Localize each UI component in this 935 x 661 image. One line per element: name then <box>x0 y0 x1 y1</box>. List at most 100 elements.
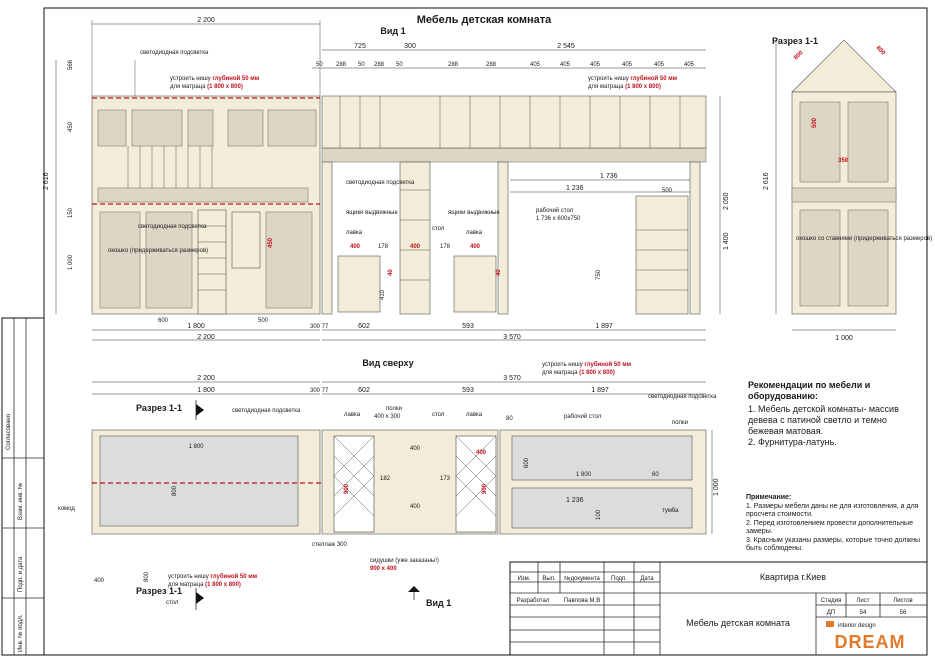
dim-725: 725 <box>354 43 366 50</box>
dim-top-173: 173 <box>440 476 451 482</box>
tb-col-sign: Подп. <box>611 576 627 582</box>
top-right-desk <box>511 435 693 481</box>
drawers-callout-1: ящики выдвижные <box>346 210 398 216</box>
dim-top-table-400-b: 400 <box>410 504 421 510</box>
section-panel <box>799 101 841 183</box>
dim-300: 300 <box>404 43 416 50</box>
dim-410: 410 <box>380 289 386 300</box>
dim-500-dresser: 500 <box>662 188 673 194</box>
tb-project: Квартира г.Киев <box>760 572 826 582</box>
dim-288: 288 <box>374 62 385 68</box>
niche-callout-left-size: для матраца (1 800 х 800) <box>170 84 243 90</box>
section-band <box>791 187 897 203</box>
tb-sheets: 56 <box>900 610 907 616</box>
dim-1897: 1 897 <box>595 323 613 330</box>
shelves-callout: полки <box>386 406 402 412</box>
led-callout-1: светодиодная подсветка <box>140 50 209 56</box>
section-marker-top: Разрез 1-1 <box>136 403 182 413</box>
bench-callout-1: лавка <box>346 230 363 236</box>
dim-top-100: 100 <box>596 509 602 520</box>
rack-callout: стеллаж 300 <box>312 542 348 548</box>
dim-top-80: 80 <box>506 416 513 422</box>
tb-col-vyp: Вып. <box>542 576 556 582</box>
tb-studio-small: interior design <box>838 623 876 629</box>
dim-1236-front: 1 236 <box>566 185 584 192</box>
dim-top-left-800: 800 <box>172 485 178 496</box>
loft-beam <box>321 147 707 163</box>
tb-sheet-name: Мебель детская комната <box>686 618 790 628</box>
desk-size: 1 736 х 600х750 <box>536 216 581 222</box>
niche-callout-left: устроить нишу глубиной 50 мм <box>170 75 260 82</box>
lower-panel <box>99 211 141 309</box>
dim-40-2: 40 <box>496 269 502 276</box>
section-marker-bottom: Разрез 1-1 <box>136 586 182 596</box>
recommendations-block: Рекомендации по мебели и оборудованию: 1… <box>748 380 899 447</box>
dim-602: 602 <box>358 323 370 330</box>
dim-405: 405 <box>530 62 541 68</box>
dim-593: 593 <box>462 323 474 330</box>
notes-block: Примечание: 1. Размеры мебели даны не дл… <box>746 494 921 553</box>
dim-top-600: 600 <box>524 457 530 468</box>
section-label-top: Разрез 1-1 <box>772 36 818 46</box>
dim-bench-400-1: 400 <box>350 244 361 250</box>
niche-callout-right: устроить нишу глубиной 50 мм <box>588 75 678 82</box>
bench-callout-2: лавка <box>466 230 483 236</box>
led-callout-top-2: светодиодная подсветка <box>648 394 717 400</box>
niche-callout-top: устроить нишу глубиной 50 мм <box>542 361 632 368</box>
shelves-callout-2: полки <box>672 420 688 426</box>
dim-top-2200: 2 200 <box>197 375 215 382</box>
ladder <box>197 209 227 315</box>
dim-roof-800-left: 800 <box>793 50 805 62</box>
section-arrow-icon <box>196 592 204 604</box>
shelves-size: 400 х 300 <box>374 414 401 420</box>
dim-405: 405 <box>654 62 665 68</box>
dim-150-left: 150 <box>68 207 74 218</box>
dim-50: 50 <box>316 62 323 68</box>
dim-2200-bottom: 2 200 <box>197 334 215 341</box>
dim-405: 405 <box>590 62 601 68</box>
dim-405: 405 <box>684 62 695 68</box>
dim-window-450: 450 <box>268 237 274 248</box>
recommendations-heading: Рекомендации по мебели и оборудованию: <box>748 380 873 401</box>
studio-logo: DREAM <box>835 632 906 652</box>
dim-1736-front: 1 736 <box>600 173 618 180</box>
desk-top-callout: рабочий стол <box>564 413 602 420</box>
bench-top-callout-1: лавка <box>344 412 361 418</box>
dim-top-400-red: 400 <box>476 450 487 456</box>
dim-288: 288 <box>448 62 459 68</box>
dim-288: 288 <box>336 62 347 68</box>
upper-panel <box>131 109 183 147</box>
niche-callout-bottom: устроить нишу глубиной 50 мм <box>168 573 258 580</box>
tb-col-izm: Изм. <box>518 576 531 582</box>
tb-sheets-label: Листов <box>893 598 913 604</box>
note-3: 3. Красным указаны размеры, которые точн… <box>746 536 921 553</box>
view-1-marker: Вид 1 <box>426 598 451 608</box>
section-panel <box>799 209 841 307</box>
lower-panel <box>265 211 313 309</box>
dim-405: 405 <box>560 62 571 68</box>
studio-logo-mark <box>826 621 834 627</box>
dresser-callout: комод <box>58 506 75 512</box>
stamp-agreed: Согласовано <box>6 413 12 450</box>
post-mid <box>497 161 509 315</box>
stamp-inv-replace: Взам. инв. № <box>17 483 24 520</box>
dim-566: 566 <box>68 59 74 70</box>
dim-table-400: 400 <box>410 244 421 250</box>
dim-450-left: 450 <box>68 121 74 132</box>
view-1-label: Вид 1 <box>380 26 405 36</box>
section-panel <box>847 209 889 307</box>
dim-405: 405 <box>622 62 633 68</box>
dim-1800-front: 1 800 <box>187 323 205 330</box>
top-right-bed <box>511 487 693 529</box>
stamp-sign-date: Подп. и дата <box>18 556 24 592</box>
bench-top-left <box>333 435 375 533</box>
dim-cushion-900-1: 900 <box>344 483 350 494</box>
recommendation-1: 1. Мебель детской комнаты- массив девева… <box>748 404 899 436</box>
dim-288: 288 <box>486 62 497 68</box>
dim-top-602: 602 <box>358 387 370 394</box>
dim-500: 500 <box>258 318 269 324</box>
dim-1000-left: 1 000 <box>68 254 74 270</box>
note-1: 1. Размеры мебели даны не для изготовлен… <box>746 502 919 519</box>
window-callout: окошко (придерживаться размеров) <box>108 248 208 254</box>
